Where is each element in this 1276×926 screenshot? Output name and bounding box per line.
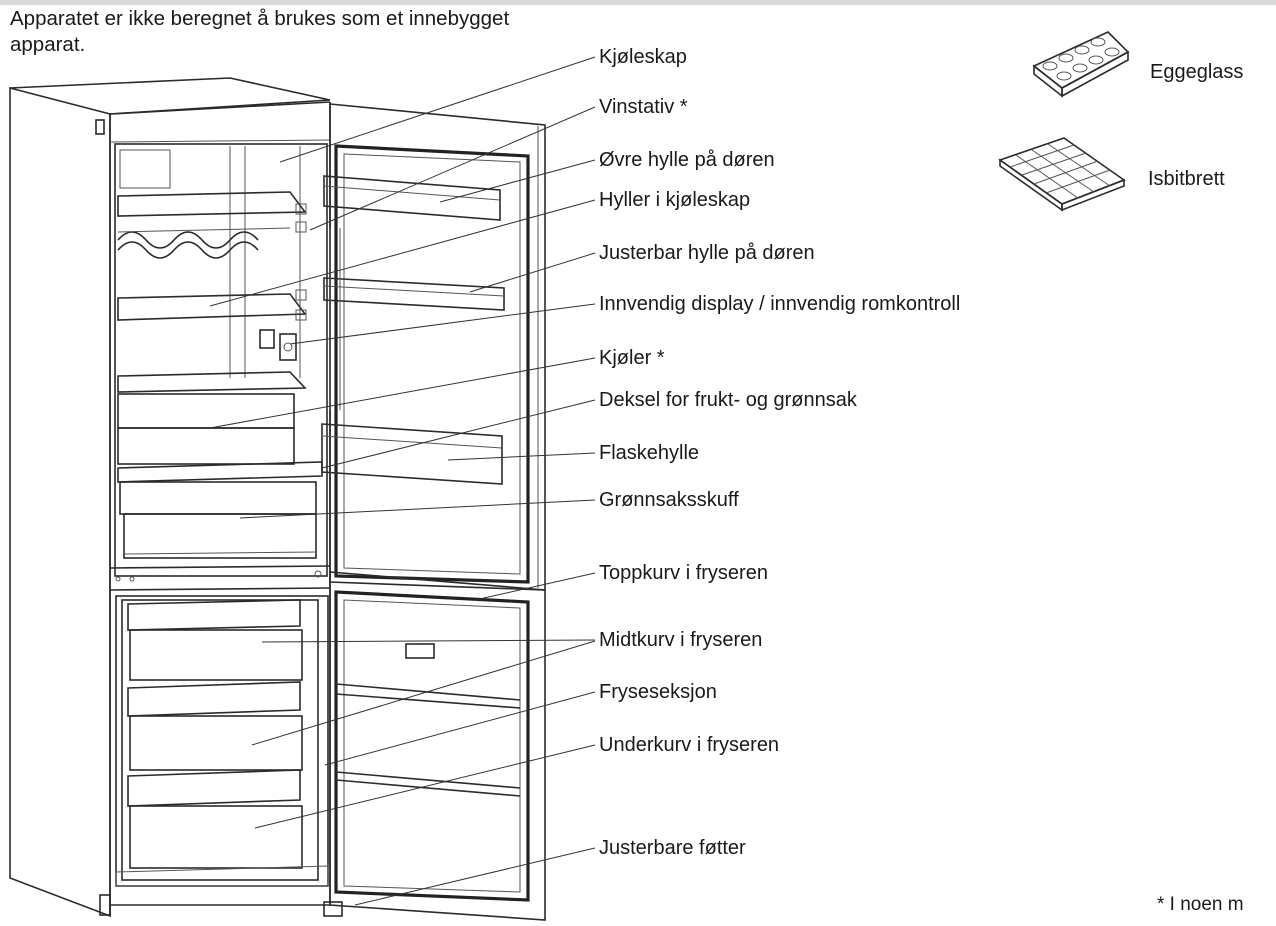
label-fryseseksjon: Fryseseksjon xyxy=(599,681,717,703)
ice-tray-icon xyxy=(998,137,1126,212)
label-ovre-hylle: Øvre hylle på døren xyxy=(599,149,775,171)
cabinet-outline xyxy=(9,77,331,918)
door-shelves xyxy=(321,175,505,485)
label-vinstativ: Vinstativ * xyxy=(599,96,688,118)
label-underkurv: Underkurv i fryseren xyxy=(599,734,780,756)
footnote: * I noen m xyxy=(1157,894,1244,915)
leader-lines xyxy=(209,56,596,906)
egg-tray-icon xyxy=(1032,31,1130,98)
label-hyller: Hyller i kjøleskap xyxy=(599,189,751,211)
label-justerbar-hylle: Justerbar hylle på døren xyxy=(599,242,815,264)
label-display: Innvendig display / innvendig romkontrol… xyxy=(599,293,961,315)
intro-text: Apparatet er ikke beregnet å brukes som … xyxy=(10,7,510,56)
label-isbitbrett: Isbitbrett xyxy=(1148,168,1225,190)
freezer-interior xyxy=(115,595,329,887)
fridge-shelves xyxy=(117,191,307,393)
label-kjoler: Kjøler * xyxy=(599,347,665,369)
label-gronnsaksskuff: Grønnsaksskuff xyxy=(599,489,739,511)
control-panel xyxy=(259,329,297,361)
fridge-interior xyxy=(114,143,328,577)
freezer-door xyxy=(323,571,546,921)
top-border xyxy=(0,0,1276,5)
label-kjoleskap: Kjøleskap xyxy=(599,46,687,68)
label-eggeglass: Eggeglass xyxy=(1150,61,1244,83)
crisper-section xyxy=(117,393,323,559)
wine-rack xyxy=(117,227,291,259)
label-deksel: Deksel for frukt- og grønnsak xyxy=(599,389,857,411)
label-midtkurv: Midtkurv i fryseren xyxy=(599,629,763,651)
compartment-divider xyxy=(109,565,331,591)
fridge-door xyxy=(329,103,546,591)
label-toppkurv: Toppkurv i fryseren xyxy=(599,562,768,584)
label-flaskehylle: Flaskehylle xyxy=(599,442,700,464)
label-fotter: Justerbare føtter xyxy=(599,837,746,859)
